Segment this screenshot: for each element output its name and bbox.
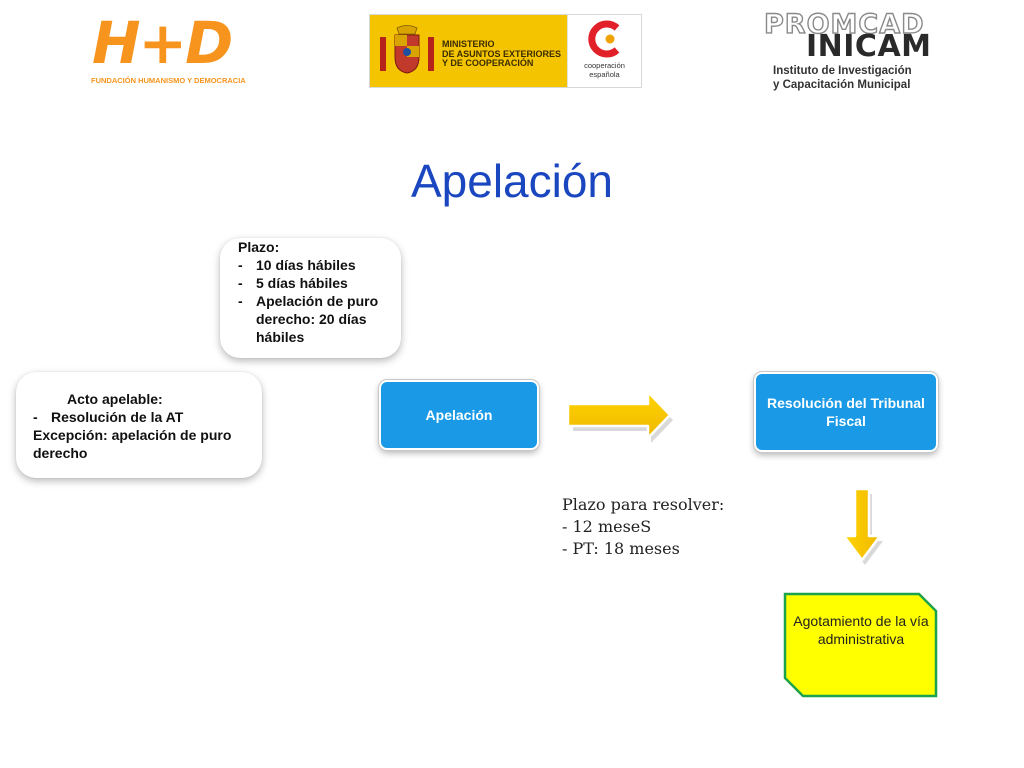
agotamiento-label: Agotamiento de la vía administrativa (793, 613, 929, 647)
plazo-heading: Plazo: (238, 239, 280, 255)
slide-title: Apelación (410, 155, 614, 207)
hd-logo-letters: H+D (92, 9, 233, 77)
ministerio-line: Y DE COOPERACIÓN (442, 58, 534, 68)
cooperacion-icon (588, 20, 620, 58)
plazo-list: 10 días hábiles 5 días hábiles Apelación… (238, 256, 400, 346)
resolucion-step-label: Resolución del Tribunal Fiscal (767, 395, 925, 429)
acto-apelable-callout: Acto apelable: Resolución de la AT Excep… (16, 372, 262, 478)
apelacion-step: Apelación (379, 380, 539, 450)
coat-of-arms-icon (380, 25, 434, 74)
agotamiento-box: Agotamiento de la vía administrativa (783, 592, 938, 698)
cooperacion-line: cooperación (584, 61, 625, 70)
inicam-logo: PROMCAD INICAM Instituto de Investigació… (763, 9, 954, 92)
plazo-callout: Plazo: 10 días hábiles 5 días hábiles Ap… (220, 238, 401, 358)
ministerio-text: MINISTERIO DE ASUNTOS EXTERIORES Y DE CO… (442, 39, 562, 69)
right-arrow-icon (566, 390, 673, 443)
resolucion-step: Resolución del Tribunal Fiscal (754, 372, 938, 452)
acto-item: Resolución de la AT (33, 408, 258, 426)
plazo-resolver-heading: Plazo para resolver: (562, 495, 725, 514)
inicam-subtitle-line: y Capacitación Municipal (773, 79, 911, 91)
cooperacion-label: cooperación española (568, 61, 641, 79)
ministerio-line: DE ASUNTOS EXTERIORES (442, 48, 562, 59)
acto-heading: Acto apelable: (67, 391, 163, 407)
agotamiento-shape (783, 592, 938, 698)
promcad-wordmark: PROMCAD (763, 9, 925, 40)
plazo-item: 10 días hábiles (238, 256, 400, 274)
down-arrow-icon (842, 488, 883, 565)
acto-list: Resolución de la AT (33, 408, 258, 426)
ministerio-line: MINISTERIO (442, 39, 495, 49)
hd-foundation-logo: H+D FUNDACIÓN HUMANISMO Y DEMOCRACIA (88, 9, 246, 90)
plazo-resolver-item: - 12 meseS (562, 517, 652, 536)
inicam-wordmark: INICAM (806, 29, 932, 64)
acto-note: Excepción: apelación de puro derecho (33, 427, 232, 461)
inicam-subtitle-line: Instituto de Investigación (773, 65, 912, 77)
plazo-item: Apelación de puro derecho: 20 días hábil… (238, 292, 400, 346)
cooperacion-line: española (589, 69, 620, 79)
plazo-item: 5 días hábiles (238, 274, 400, 292)
cooperacion-panel: cooperación española (567, 15, 641, 87)
plazo-resolver-item: - PT: 18 meses (562, 539, 680, 558)
apelacion-step-label: Apelación (425, 407, 493, 423)
ministerio-panel: MINISTERIO DE ASUNTOS EXTERIORES Y DE CO… (370, 15, 567, 87)
plazo-resolver-text: Plazo para resolver: - 12 meseS - PT: 18… (562, 494, 724, 560)
hd-logo-subtitle: FUNDACIÓN HUMANISMO Y DEMOCRACIA (91, 76, 246, 85)
ministerio-logo: MINISTERIO DE ASUNTOS EXTERIORES Y DE CO… (369, 14, 642, 88)
